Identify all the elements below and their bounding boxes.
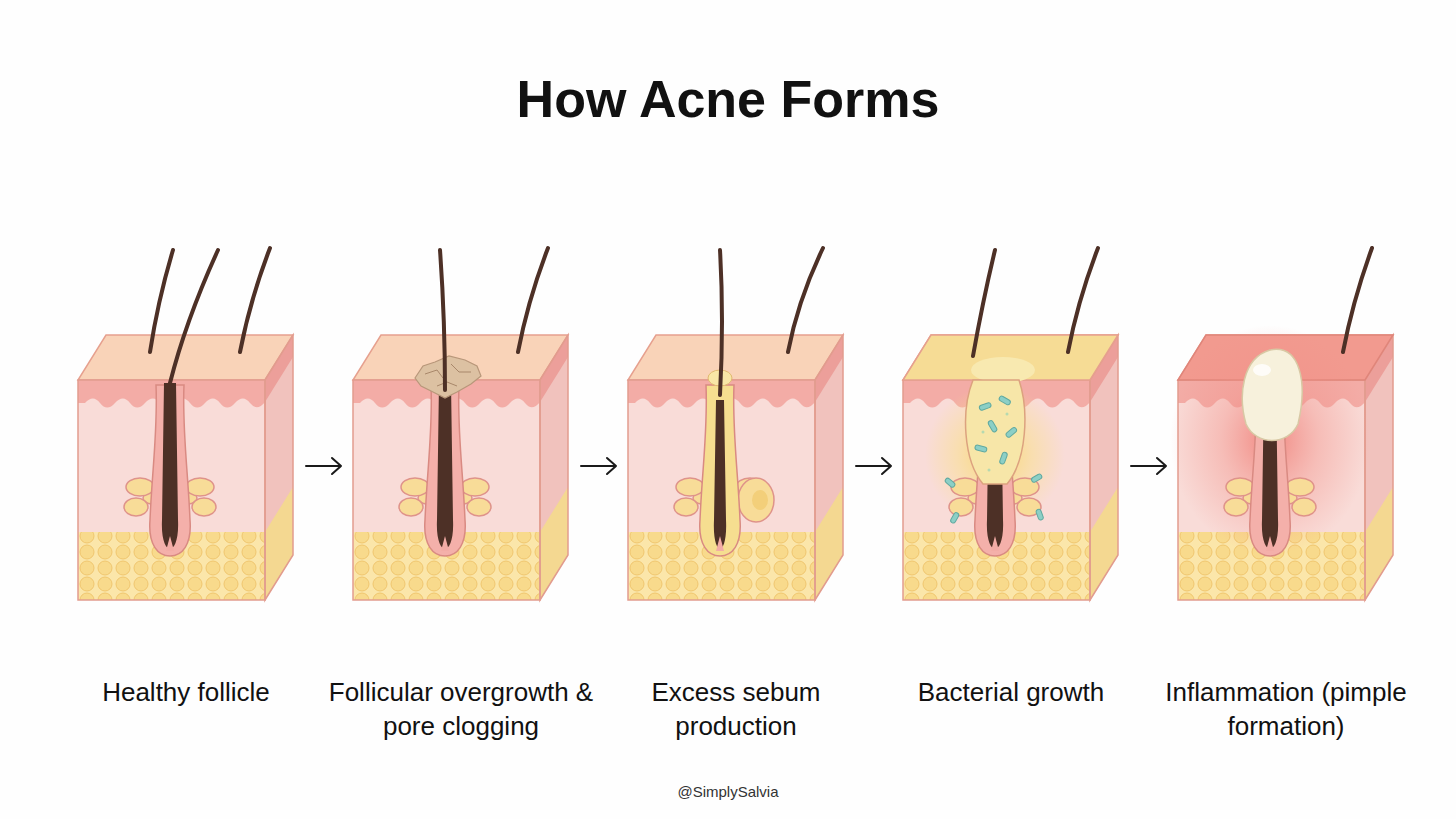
stage-panel: Bacterial growth <box>895 238 1127 606</box>
stage-caption: Inflammation (pimple formation) <box>1149 675 1423 743</box>
flow-arrow <box>856 458 891 474</box>
stage-caption: Bacterial growth <box>874 675 1148 709</box>
watermark: @SimplySalvia <box>0 782 1456 802</box>
clogged-pore-drawing <box>353 248 568 600</box>
diagram-title: How Acne Forms <box>0 68 1456 130</box>
sebum-drawing <box>628 248 843 600</box>
stage-caption: Excess sebum production <box>599 675 873 743</box>
stage-panel: Inflammation (pimple formation) <box>1170 238 1402 606</box>
stage-panel: Healthy follicle <box>70 238 302 606</box>
pimple-drawing <box>1170 248 1393 600</box>
flow-arrow <box>581 458 616 474</box>
stage-caption: Follicular overgrowth & pore clogging <box>324 675 598 743</box>
flow-arrow <box>306 458 341 474</box>
stage-panel: Follicular overgrowth & pore clogging <box>345 238 577 606</box>
healthy-follicle-drawing <box>78 248 293 600</box>
flow-arrow <box>1131 458 1166 474</box>
stage-caption: Healthy follicle <box>49 675 323 709</box>
stage-panel: Excess sebum production <box>620 238 852 606</box>
bacteria-drawing <box>903 248 1118 600</box>
